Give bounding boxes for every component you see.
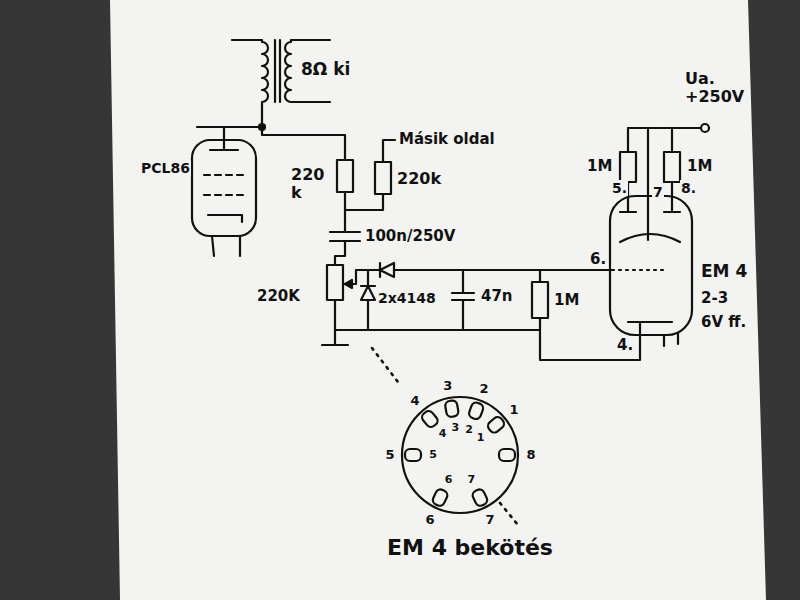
socket-pin-number: 1	[476, 431, 486, 444]
pcl86-tube-symbol	[192, 127, 262, 256]
socket-pin-number: 4	[438, 428, 448, 441]
pin-number: 7	[652, 184, 664, 200]
socket-pin-number: 5	[428, 449, 438, 462]
socket-pin-number: 2	[478, 382, 489, 397]
socket-pin-number: 8	[525, 448, 536, 463]
output-label: 8Ω ki	[300, 60, 351, 80]
capacitor-symbol	[452, 270, 474, 330]
output-transformer	[232, 40, 330, 127]
component-value: 2x4148	[377, 290, 437, 306]
socket-pin-number: 3	[450, 422, 460, 435]
pin-number: 2-3	[700, 290, 729, 307]
component-value: 220 k	[290, 166, 326, 203]
socket-pin-number: 6	[444, 473, 454, 486]
component-value: 1M	[586, 158, 613, 175]
socket-caption: EM 4 bekötés	[386, 535, 554, 560]
heater-note: 6V ff.	[700, 314, 747, 331]
pin-number: 5.	[611, 180, 628, 196]
component-value: 220k	[396, 170, 442, 188]
socket-pin-number: 7	[467, 473, 477, 486]
component-value: 47n	[480, 288, 514, 305]
signal-note: Másik oldal	[398, 131, 496, 148]
rectifier-network	[322, 263, 640, 360]
paper-sheet	[110, 0, 766, 600]
socket-pin-number: 3	[442, 379, 453, 394]
socket-pin-number: 7	[484, 513, 495, 528]
component-value: 220K	[256, 288, 301, 305]
tube-type: PCL86	[140, 160, 191, 176]
tube-type: EM 4	[700, 262, 748, 282]
tube-socket-drawing	[372, 348, 518, 525]
diode-symbol	[380, 263, 394, 277]
component-value: 100n/250V	[364, 228, 456, 245]
pin-number: 8.	[680, 180, 697, 196]
component-value: 1M	[686, 158, 713, 175]
socket-pin-number: 2	[464, 423, 474, 436]
pin-number: 6.	[589, 251, 607, 268]
pin-number: 4.	[616, 337, 634, 354]
diode-symbol	[361, 270, 375, 330]
potentiometer-symbol	[327, 265, 343, 300]
socket-pin-number: 5	[384, 448, 395, 463]
component-value: 1M	[553, 292, 580, 309]
socket-pin-number: 6	[424, 513, 435, 528]
resistor-symbol	[532, 282, 548, 318]
socket-pin-number: 1	[508, 403, 519, 418]
socket-pin-number: 4	[409, 394, 420, 409]
supply-voltage: Ua. +250V	[684, 70, 748, 107]
